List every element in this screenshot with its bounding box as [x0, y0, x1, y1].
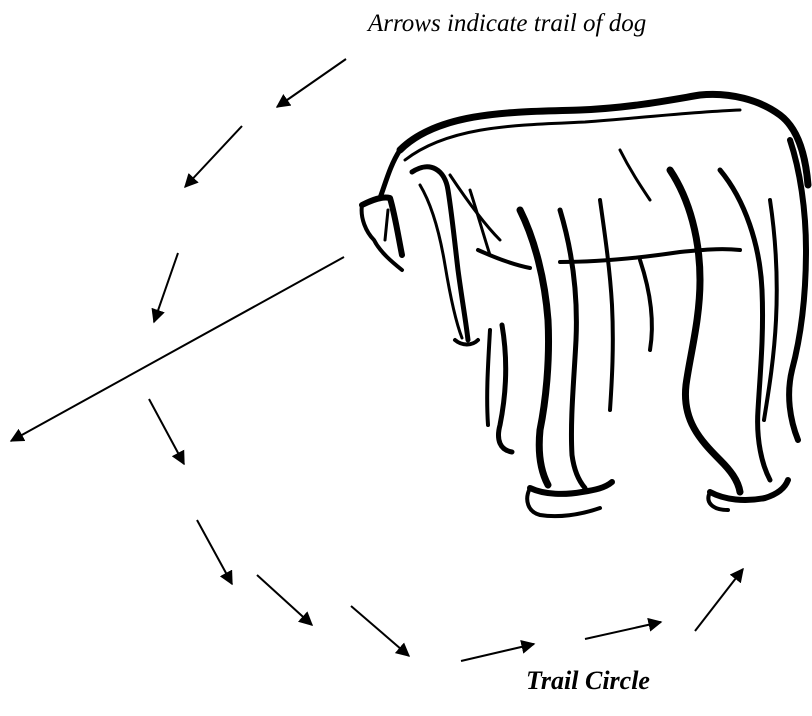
trail-arrow-11	[695, 569, 743, 631]
trail-circle-title: Trail Circle	[526, 666, 650, 696]
trail-arrows	[11, 59, 743, 661]
trail-arrow-4	[11, 257, 344, 441]
trail-arrow-3	[154, 253, 178, 322]
trail-arrow-10	[585, 622, 661, 639]
trail-arrow-2	[185, 126, 242, 187]
trail-arrow-5	[149, 399, 184, 464]
trail-arrow-9	[461, 644, 534, 661]
trail-arrow-6	[197, 520, 232, 584]
dog-illustration	[362, 94, 808, 516]
trail-arrow-1	[277, 59, 346, 107]
trail-arrow-8	[351, 606, 409, 656]
trail-arrow-7	[257, 575, 312, 625]
